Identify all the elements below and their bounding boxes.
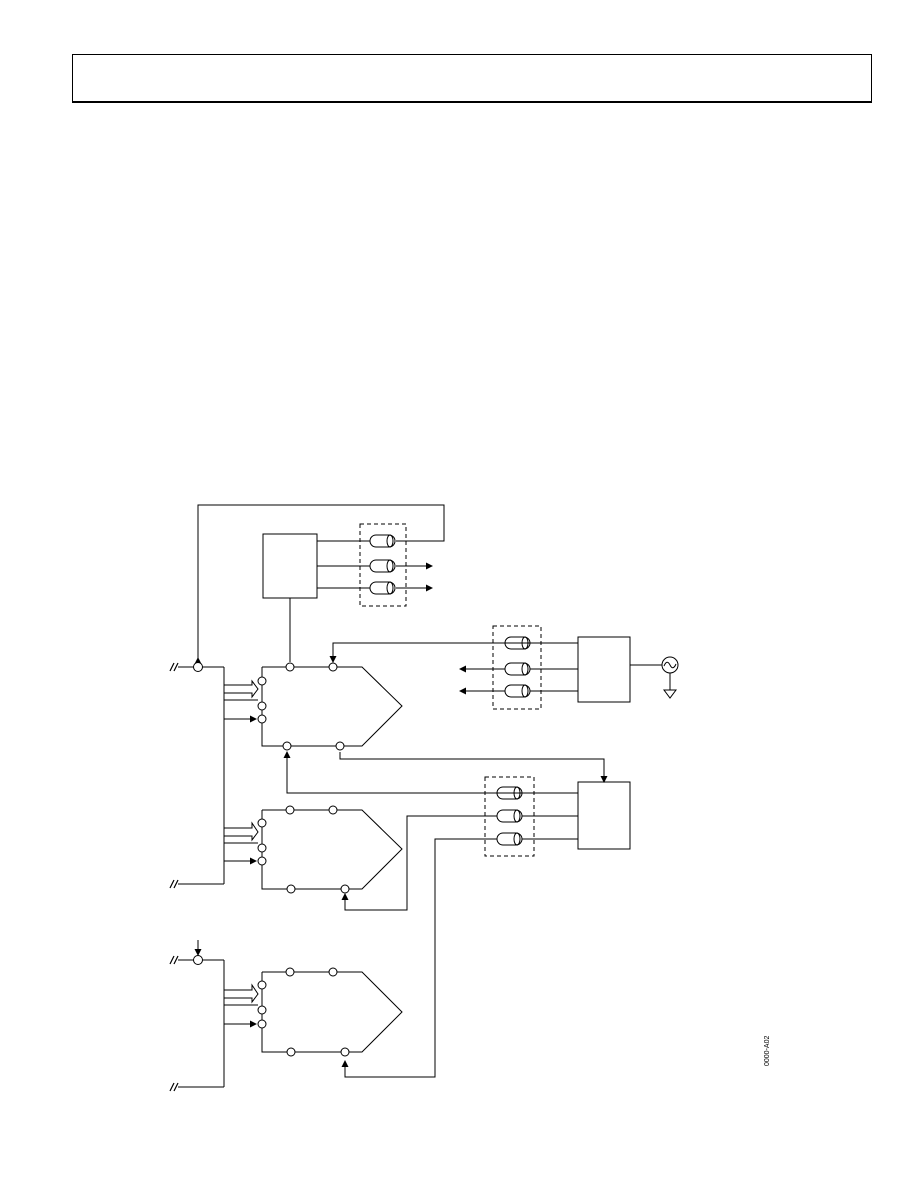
ac-source-icon — [661, 656, 679, 674]
device-1 — [224, 662, 403, 751]
coax-connector-icon — [369, 559, 396, 573]
coax-connector-icon — [369, 581, 396, 595]
coax-connector-icon — [504, 662, 531, 676]
coax-connector-icon — [504, 684, 531, 698]
line-break-icon — [169, 955, 179, 965]
coax-connector-icon — [496, 786, 523, 800]
coax-group-top — [359, 523, 407, 607]
coax-connector-icon — [496, 809, 523, 823]
coax-connector-icon — [496, 832, 523, 846]
clock-block — [262, 533, 318, 599]
feedback-wire — [194, 504, 445, 664]
coax-group-middle — [492, 625, 542, 710]
device-2 — [224, 805, 403, 894]
coax-connector-icon — [504, 636, 531, 650]
coax-connector-icon — [369, 534, 396, 548]
line-break-icon — [169, 1082, 179, 1092]
data-block — [577, 781, 631, 850]
clock-source-block — [577, 636, 631, 703]
line-break-icon — [169, 662, 179, 672]
ground-icon — [663, 689, 677, 699]
figure-id: 0000-A02 — [764, 1035, 771, 1066]
device-3 — [224, 967, 403, 1057]
line-break-icon — [169, 879, 179, 889]
page-header-box — [72, 54, 872, 103]
coax-group-bottom — [484, 776, 535, 857]
